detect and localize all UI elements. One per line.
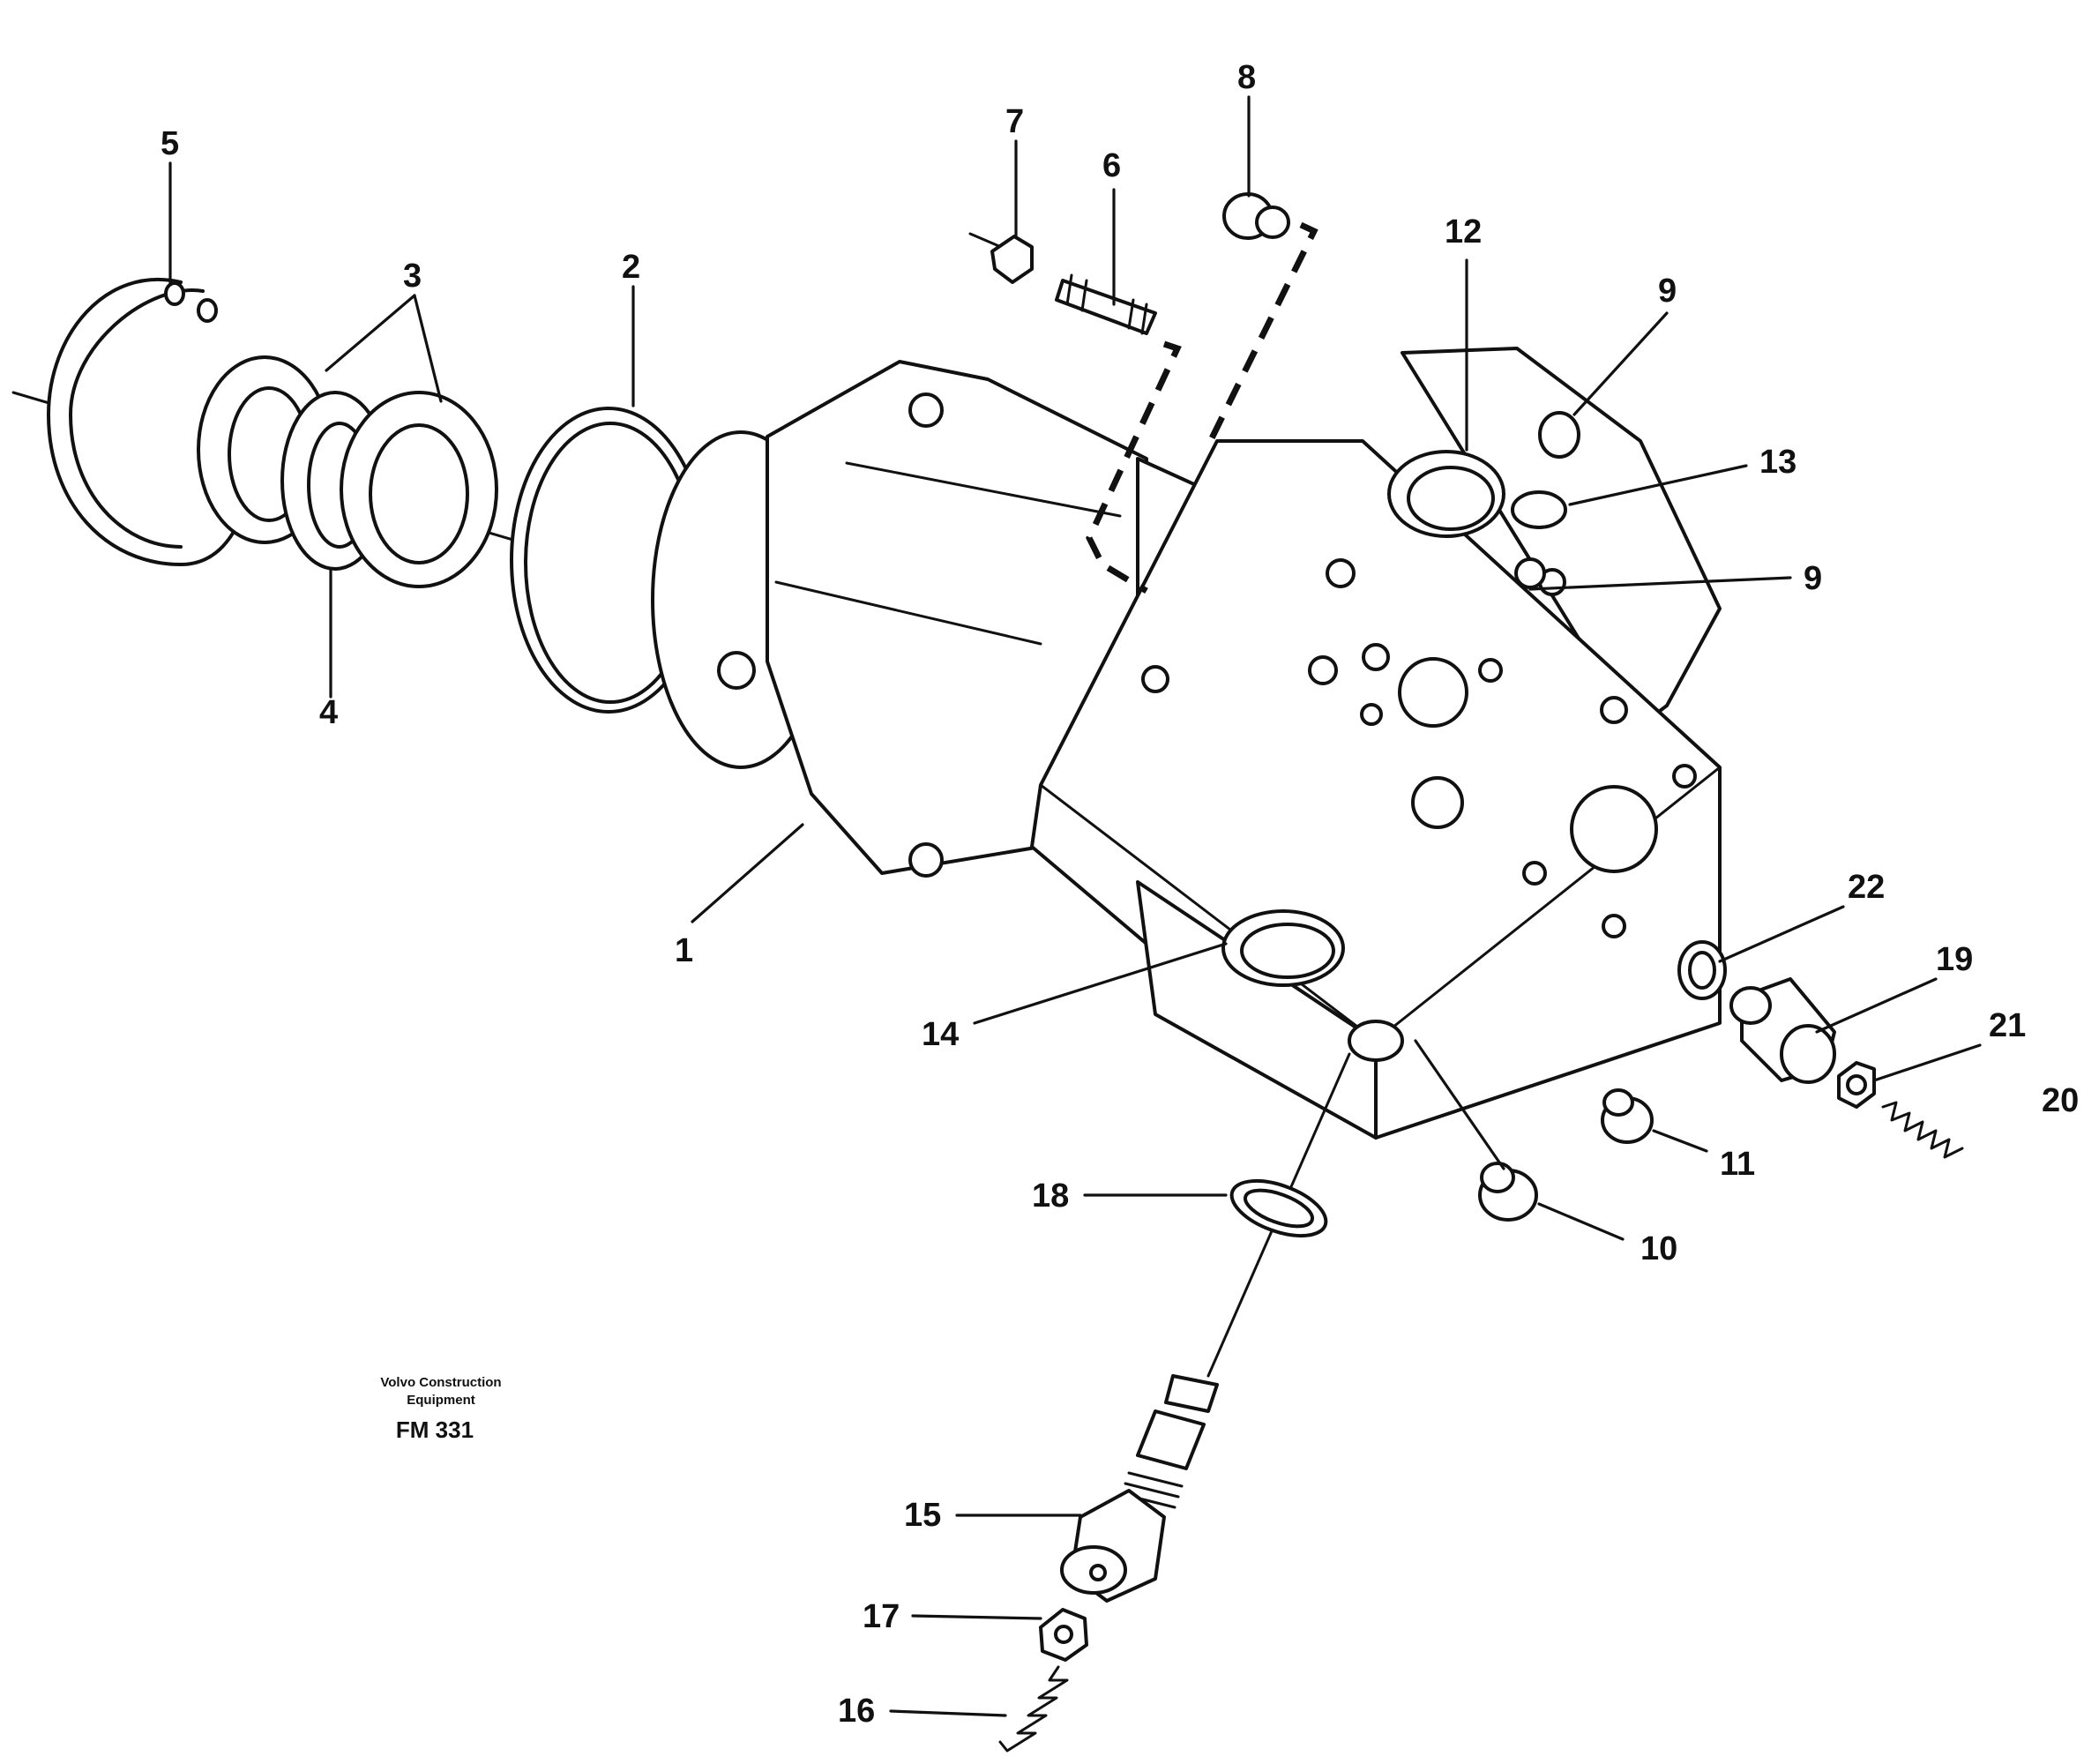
caption-company-line1: Volvo Construction [380,1375,501,1390]
callout-17: 17 [863,1598,900,1635]
part-16-spring [998,1665,1069,1753]
leader-lines [168,95,1982,1717]
callout-16: 16 [838,1693,875,1730]
part-3-4-rings [197,355,498,588]
leader-14 [973,942,1228,1025]
part-17-nut [1039,1608,1088,1662]
leader-9b [1528,576,1792,591]
callout-6: 6 [1102,147,1121,184]
callout-20: 20 [2042,1082,2079,1119]
callout-21: 21 [1989,1007,2026,1044]
leader-1 [691,823,804,923]
callout-5: 5 [161,125,179,162]
callout-12: 12 [1445,213,1482,250]
part-18-washer [1229,1178,1328,1238]
leader-19 [1815,977,1938,1034]
caption-company-line2: Equipment [407,1393,475,1408]
callout-22: 22 [1848,869,1885,906]
callout-labels: 1 2 3 4 5 6 7 8 9 9 10 11 12 13 14 15 16… [161,59,2079,1730]
part-11-plug [1601,1088,1654,1144]
callout-7: 7 [1005,103,1024,140]
part-6-7-screw-nut [968,232,1182,594]
leader-21 [1872,1043,1982,1082]
callout-9-top: 9 [1658,273,1677,310]
callout-14: 14 [922,1016,959,1053]
callout-13: 13 [1759,444,1796,481]
part-22-washer [1677,940,1727,1000]
drawing-caption: Volvo Construction Equipment FM 331 [380,1375,501,1443]
leader-22 [1718,905,1845,963]
leader-17 [911,1614,1042,1620]
callout-3: 3 [403,258,422,295]
callout-15: 15 [904,1497,941,1534]
leader-13 [1568,464,1748,506]
callout-18: 18 [1032,1177,1069,1215]
leader-3b [413,294,443,403]
valve-block [1030,347,1722,1140]
leader-3a [325,294,416,372]
callout-2: 2 [622,249,640,286]
callout-10: 10 [1640,1230,1677,1267]
caption-code: FM 331 [396,1416,474,1443]
part-8-plug [1205,192,1318,447]
callout-4: 4 [319,694,338,731]
leader-leaders-misc [1414,1039,1505,1170]
leader-16 [889,1709,1007,1717]
callout-1: 1 [675,932,693,969]
leader-9a [1572,311,1669,416]
part-19-relief-valve [1729,977,1836,1084]
callout-9-mid: 9 [1804,560,1822,597]
callout-11: 11 [1720,1146,1755,1183]
callout-19: 19 [1936,941,1973,978]
part-10-plug [1478,1162,1538,1222]
part-21-nut [1837,1061,1876,1109]
leader-11 [1652,1129,1708,1153]
callout-8: 8 [1237,59,1256,96]
leader-10 [1537,1202,1625,1241]
part-15-relief-valve [1060,1374,1219,1603]
part-20-spring [1881,1101,1964,1159]
